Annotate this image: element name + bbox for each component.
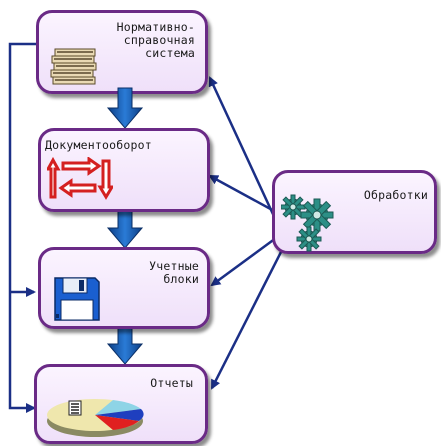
- processing-label: Обработки: [363, 188, 428, 202]
- processing-to-accounting-arrow: [210, 236, 277, 287]
- reference-system-node[interactable]: Нормативно- справочная система: [36, 10, 208, 94]
- floppy-disk-icon: [54, 277, 100, 321]
- gears-icon: [281, 194, 334, 252]
- stack-of-papers-icon: [50, 48, 97, 85]
- processing-node[interactable]: Обработки: [272, 170, 437, 254]
- left-bracket-line: [8, 42, 40, 413]
- processing-to-reports-arrow: [210, 249, 284, 390]
- workflow-node[interactable]: Документооборот: [38, 128, 210, 212]
- processing-to-reference-arrow: [208, 76, 280, 226]
- workflow-label: Документооборот: [45, 138, 152, 152]
- reports-node[interactable]: Отчеты: [34, 364, 208, 444]
- circular-arrows-icon: [47, 157, 113, 200]
- accounting-blocks-node[interactable]: Учетные блоки: [38, 247, 210, 329]
- reports-label: Отчеты: [150, 376, 193, 390]
- pie-chart-icon: [47, 399, 144, 437]
- processing-to-workflow-arrow: [208, 174, 277, 214]
- reference-system-label: Нормативно- справочная система: [116, 20, 195, 60]
- accounting-blocks-label: Учетные блоки: [149, 259, 199, 286]
